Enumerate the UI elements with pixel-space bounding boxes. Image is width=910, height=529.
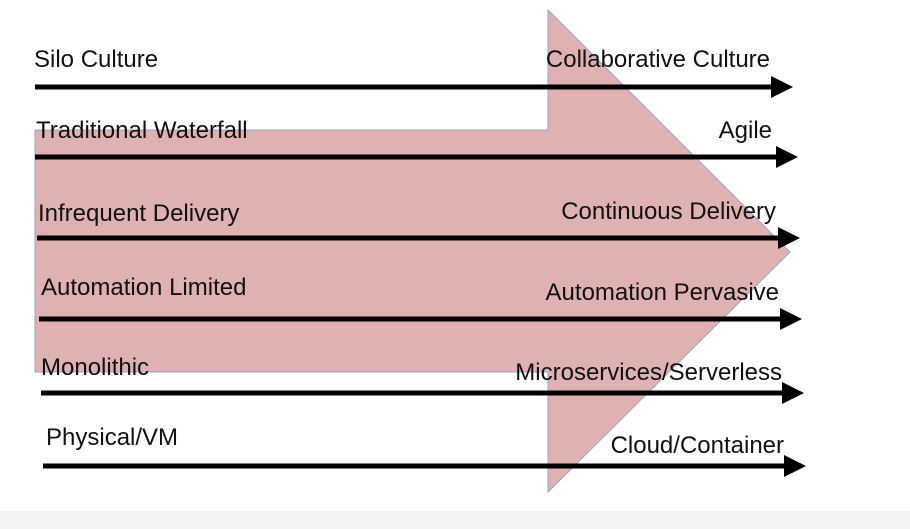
from-label-2: Traditional Waterfall bbox=[36, 117, 248, 144]
transition-arrow-6 bbox=[43, 455, 806, 477]
transition-arrow-5 bbox=[41, 382, 804, 404]
to-label-6: Cloud/Container bbox=[610, 432, 784, 459]
transition-arrow-3 bbox=[37, 227, 800, 249]
to-label-3: Continuous Delivery bbox=[561, 198, 776, 225]
from-label-5: Monolithic bbox=[41, 354, 150, 381]
from-label-1: Silo Culture bbox=[34, 46, 159, 73]
from-label-6: Physical/VM bbox=[46, 424, 179, 451]
from-label-3: Infrequent Delivery bbox=[38, 200, 240, 227]
to-label-1: Collaborative Culture bbox=[545, 46, 770, 73]
background-block-arrow bbox=[34, 8, 791, 494]
to-label-5: Microservices/Serverless bbox=[515, 359, 782, 386]
transition-arrow-1 bbox=[35, 76, 793, 98]
to-label-4: Automation Pervasive bbox=[545, 279, 779, 306]
bottom-band bbox=[0, 511, 910, 529]
from-label-4: Automation Limited bbox=[41, 274, 247, 301]
to-label-2: Agile bbox=[718, 117, 772, 144]
transition-arrow-4 bbox=[39, 308, 802, 330]
transition-arrow-2 bbox=[35, 146, 798, 168]
